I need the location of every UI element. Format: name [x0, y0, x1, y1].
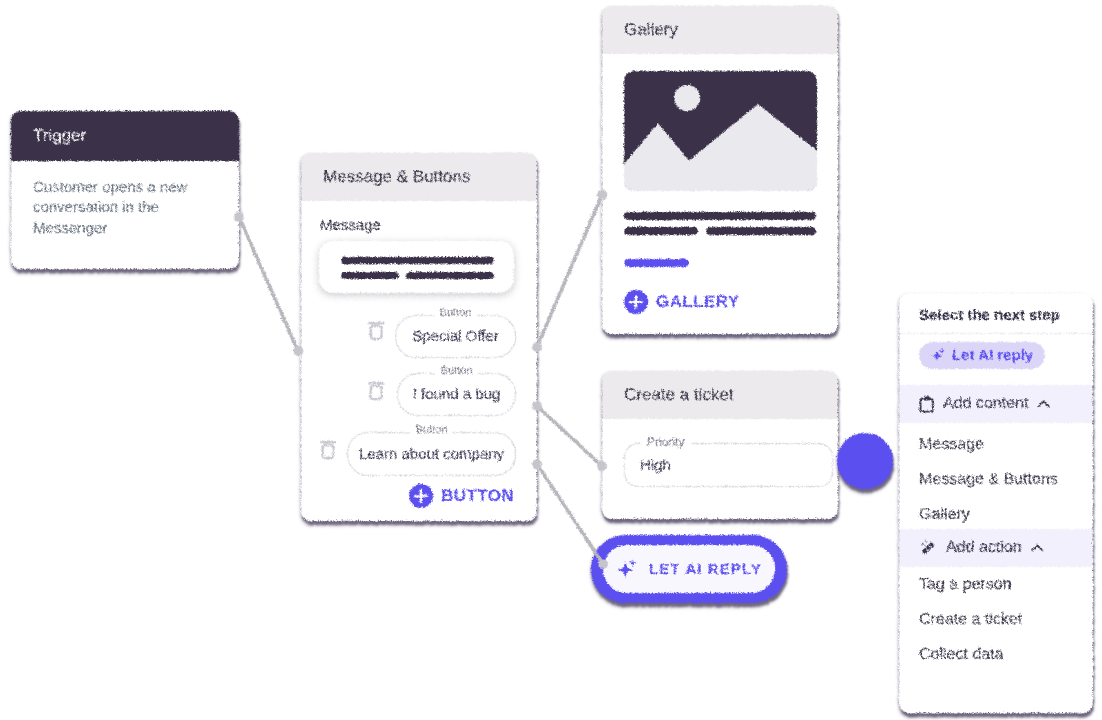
menu-item-label: Message & Buttons: [918, 469, 1057, 487]
add-button-label: BUTTON: [440, 485, 513, 504]
add-content-label: Add content: [942, 394, 1028, 411]
gallery-card-title: Gallery: [623, 19, 677, 38]
skeleton-line-accent: [623, 258, 688, 266]
button-field-legend: Button: [432, 306, 477, 318]
gallery-card[interactable]: Gallery GALLERY: [601, 5, 837, 333]
content-items: Message Message & Buttons Gallery: [898, 426, 1092, 531]
create-ticket-card[interactable]: Create a ticket Priority High: [601, 370, 837, 518]
delete-button-icon[interactable]: [366, 318, 384, 340]
menu-item-label: Tag a person: [918, 574, 1011, 592]
menu-item-label: Gallery: [918, 504, 969, 522]
button-field[interactable]: Button Learn about company: [346, 423, 515, 475]
connector-drag-blob[interactable]: [836, 432, 892, 488]
menu-item-tag-person[interactable]: Tag a person: [898, 566, 1092, 601]
button-field-legend: Button: [408, 423, 453, 435]
button-field-value: Special Offer: [411, 327, 498, 344]
message-buttons-card-header: Message & Buttons: [300, 152, 536, 200]
message-preview[interactable]: [318, 240, 513, 292]
create-ticket-card-title: Create a ticket: [623, 384, 733, 403]
let-ai-reply-chip-label: Let AI reply: [951, 346, 1033, 363]
trigger-card-title: Trigger: [32, 125, 86, 144]
action-items: Tag a person Create a ticket Collect dat…: [898, 566, 1092, 671]
create-ticket-card-header: Create a ticket: [601, 370, 837, 418]
button-field-value: I found a bug: [411, 385, 500, 402]
add-gallery-button[interactable]: GALLERY: [623, 289, 738, 313]
gallery-image-placeholder[interactable]: [623, 70, 816, 190]
priority-field-value: High: [639, 455, 670, 473]
delete-button-icon[interactable]: [366, 378, 384, 400]
sparkle-icon: [615, 557, 636, 577]
action-wand-icon: [920, 539, 933, 553]
button-field[interactable]: Button Special Offer: [394, 306, 515, 357]
skeleton-line: [340, 256, 493, 263]
add-action-section-toggle[interactable]: Add action: [898, 528, 1092, 566]
message-section-label: Message: [319, 216, 380, 233]
menu-item-create-ticket[interactable]: Create a ticket: [898, 601, 1092, 636]
panel-title: Select the next step: [918, 306, 1059, 323]
button-field[interactable]: Button I found a bug: [396, 364, 515, 415]
menu-item-message[interactable]: Message: [898, 426, 1092, 461]
button-field-value: Learn about company: [357, 444, 504, 462]
menu-item-collect-data[interactable]: Collect data: [898, 636, 1092, 671]
skeleton-line: [623, 211, 815, 219]
skeleton-line: [405, 271, 493, 278]
trigger-card-description: Customer opens a new conversation in the…: [32, 178, 187, 236]
skeleton-line: [340, 271, 398, 278]
add-button-button[interactable]: BUTTON: [408, 483, 513, 507]
sparkle-icon: [930, 347, 944, 361]
gallery-card-header: Gallery: [601, 5, 837, 53]
add-gallery-label: GALLERY: [655, 291, 739, 310]
add-content-section-toggle[interactable]: Add content: [898, 384, 1092, 422]
skeleton-line: [623, 226, 697, 234]
trigger-card[interactable]: Trigger Customer opens a new conversatio…: [10, 110, 238, 268]
menu-item-label: Collect data: [918, 644, 1003, 662]
let-ai-reply-chip[interactable]: Let AI reply: [918, 341, 1045, 368]
skeleton-line: [705, 226, 815, 234]
divider: [898, 332, 1092, 333]
button-field-legend: Button: [433, 364, 478, 376]
menu-item-label: Create a ticket: [918, 609, 1022, 627]
priority-field-legend: Priority: [640, 434, 690, 448]
add-action-label: Add action: [945, 538, 1021, 555]
let-ai-reply-button[interactable]: LET AI REPLY: [602, 544, 774, 592]
menu-item-message-buttons[interactable]: Message & Buttons: [898, 461, 1092, 496]
chevron-up-icon: [1036, 399, 1049, 407]
message-buttons-card[interactable]: Message & Buttons Message Button Special…: [300, 152, 536, 520]
plus-circle-icon: [408, 483, 433, 507]
chevron-up-icon: [1030, 543, 1043, 551]
delete-button-icon[interactable]: [318, 437, 336, 459]
plus-circle-icon: [623, 289, 647, 313]
clipboard-icon: [918, 395, 933, 411]
let-ai-reply-label: LET AI REPLY: [648, 559, 761, 577]
trigger-card-header: Trigger: [10, 110, 238, 160]
priority-field[interactable]: Priority High: [623, 434, 832, 486]
menu-item-gallery[interactable]: Gallery: [898, 496, 1092, 531]
next-step-panel: Select the next step Let AI reply Add co…: [898, 292, 1092, 712]
image-placeholder-icon: [623, 84, 816, 190]
menu-item-label: Message: [918, 434, 983, 452]
message-buttons-card-title: Message & Buttons: [322, 166, 470, 185]
let-ai-reply-node[interactable]: LET AI REPLY: [590, 534, 786, 602]
